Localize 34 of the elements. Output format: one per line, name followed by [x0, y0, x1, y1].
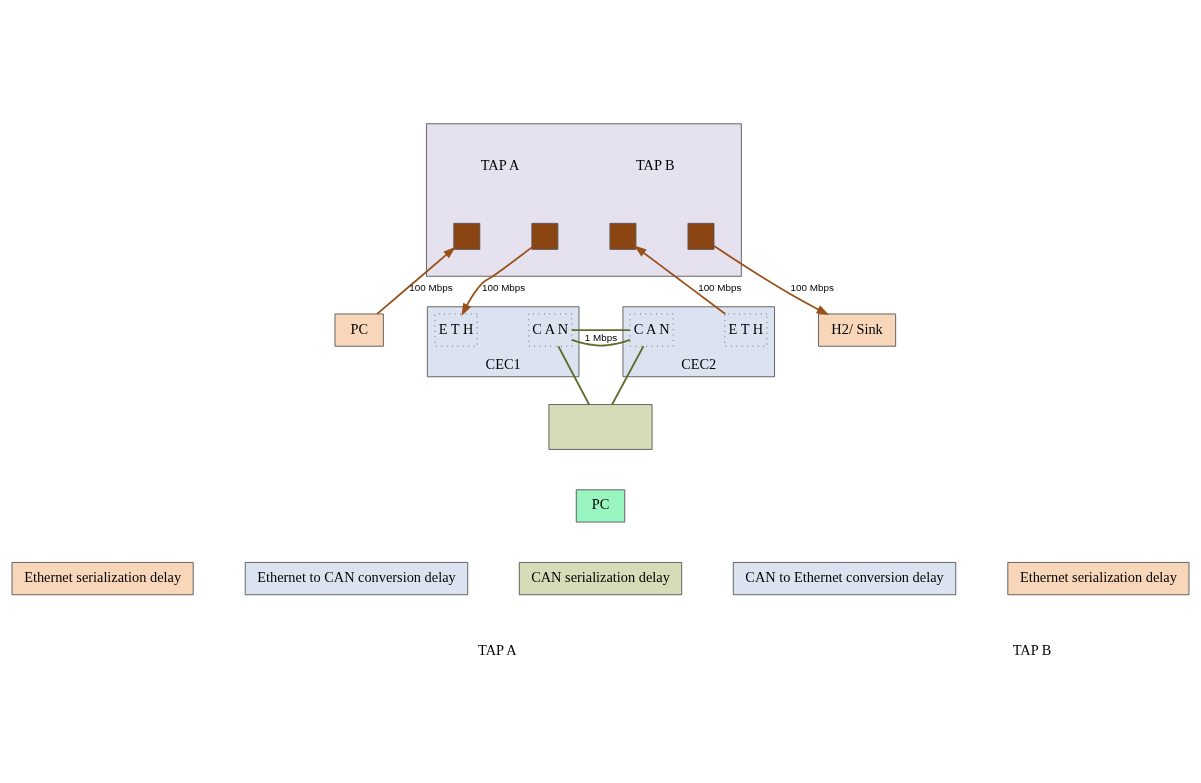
node-box: PC: [334, 313, 384, 347]
node-box: [453, 222, 481, 250]
arrow: [713, 244, 830, 315]
connector: [570, 328, 631, 346]
node-box: Ethernet to CAN conversion delay: [244, 561, 469, 595]
arrow: [461, 246, 533, 316]
node-box: [548, 403, 653, 450]
node-box: Ethernet serialization delay: [1007, 561, 1190, 595]
node-box: CAN serialization delay: [518, 561, 683, 595]
label: TAP B: [635, 156, 675, 173]
edge-label: 1 Mbps: [584, 331, 618, 343]
label: TAP A: [478, 641, 517, 658]
node-box: C A N: [629, 313, 674, 347]
edge-label: 100 Mbps: [481, 281, 526, 293]
node-box: E T H: [724, 313, 768, 347]
node-box: PC: [575, 488, 626, 523]
edge-label: 100 Mbps: [790, 281, 834, 293]
label: TAP A: [480, 156, 520, 173]
arrow: [634, 245, 727, 315]
edge-label: 100 Mbps: [409, 281, 453, 293]
node-box: H2/ Sink: [818, 313, 897, 347]
connector: [557, 344, 590, 405]
edge-label: 100 Mbps: [698, 281, 742, 293]
node-box: [687, 222, 715, 250]
node-box: E T H: [434, 313, 478, 347]
node-box: [609, 222, 637, 250]
node-box: C A N: [528, 313, 573, 347]
arrow: [376, 246, 456, 315]
node-box: CAN to Ethernet conversion delay: [732, 561, 957, 595]
cluster: [426, 122, 742, 277]
node-box: Ethernet serialization delay: [11, 561, 194, 595]
node-box: [531, 222, 559, 250]
connector: [611, 344, 645, 405]
label: TAP B: [1012, 641, 1052, 658]
